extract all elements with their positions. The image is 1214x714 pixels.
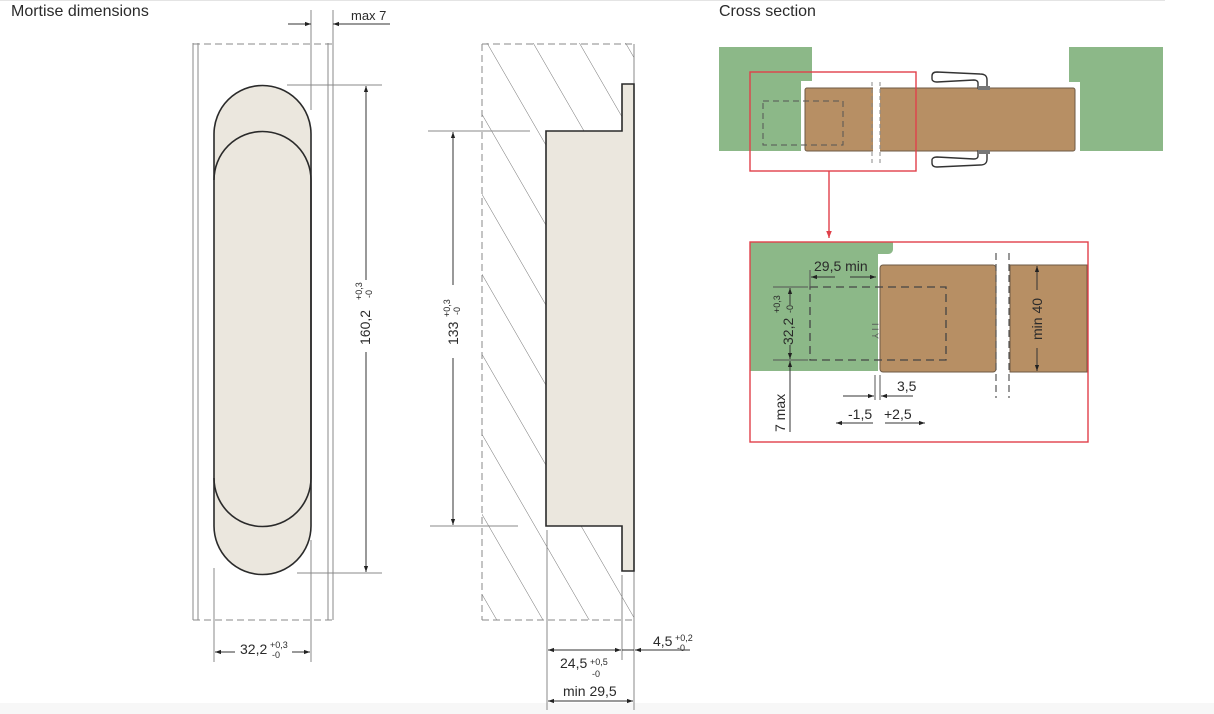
flange-thickness-value: 4,5	[653, 633, 673, 649]
detail-highlight-frame	[749, 71, 917, 172]
door-leaf	[804, 87, 1076, 152]
detail-width-tol-minus: -0	[785, 305, 795, 313]
hinge-body-profile	[545, 83, 635, 572]
side-section-view: 133 +0,3 -0 4,5 +0,2 -0 24,5 +0,5 -0 min…	[428, 43, 693, 710]
bottom-band	[0, 703, 1214, 714]
hinge-body-outer	[213, 84, 312, 576]
length-tol-plus: +0,3	[354, 282, 364, 300]
mortise-dimensions-title: Mortise dimensions	[11, 3, 149, 20]
width-tol-minus: -0	[272, 650, 280, 660]
detail-view-frame	[749, 241, 1089, 443]
cross-section-detail: I I Y 29,5 min 32,2 +0,3 -0 7 max min 40	[749, 241, 1089, 443]
detail-width-tol-plus: +0,3	[772, 295, 782, 313]
frame-right	[1069, 47, 1163, 151]
top-divider	[0, 0, 1165, 1]
mortise-front-view: max 7 160,2 +0,3 -0 32,2 +0,3 -0	[192, 8, 390, 662]
adjust-minus-value: -1,5	[848, 406, 872, 422]
door-thickness-value: min 40	[1029, 298, 1045, 340]
svg-text:I I Y: I I Y	[870, 323, 880, 339]
detail-depth-value: 29,5 min	[814, 258, 868, 274]
detail-width-value: 32,2	[780, 318, 796, 345]
detail-offset-value: 7 max	[772, 394, 788, 432]
body-length-tol-plus: +0,3	[442, 299, 452, 317]
body-length-value: 133	[445, 321, 461, 345]
length-value: 160,2	[357, 310, 373, 345]
body-depth-tol-plus: +0,5	[590, 657, 608, 667]
body-length-tol-minus: -0	[452, 307, 462, 315]
flange-tol-plus: +0,2	[675, 633, 693, 643]
body-depth-tol-minus: -0	[592, 669, 600, 679]
width-tol-plus: +0,3	[270, 640, 288, 650]
adjust-plus-value: +2,5	[884, 406, 912, 422]
body-depth-value: 24,5	[560, 655, 587, 671]
length-tol-minus: -0	[364, 290, 374, 298]
frame-left	[719, 47, 812, 151]
width-value: 32,2	[240, 641, 267, 657]
min-depth-value: min 29,5	[563, 683, 617, 699]
cross-section-overview	[719, 47, 1163, 238]
flange-tol-minus: -0	[677, 643, 685, 653]
hinge-body-inner	[213, 130, 312, 528]
detail-gap-value: 3,5	[897, 378, 917, 394]
max-gap-label: max 7	[351, 8, 386, 23]
cross-section-title: Cross section	[719, 3, 816, 20]
handle-top	[931, 71, 988, 89]
